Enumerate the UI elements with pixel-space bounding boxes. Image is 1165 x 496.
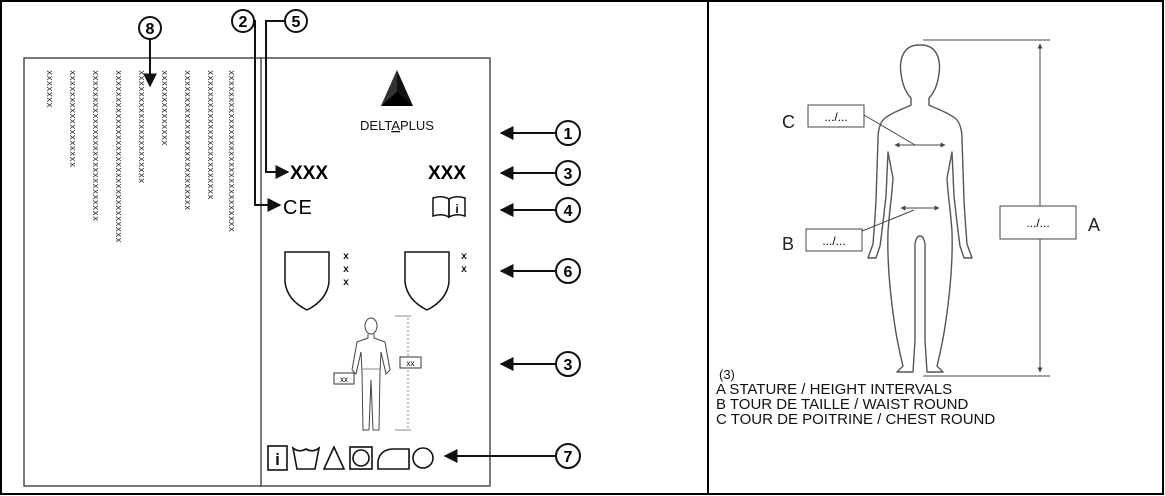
callout-5: 5	[266, 10, 307, 172]
text-column: xxxxxxxxxxxxxxxxxxxxxxxxxxxxxxxx	[113, 70, 123, 243]
svg-text:x: x	[343, 278, 349, 289]
svg-text:1: 1	[564, 126, 573, 143]
callout-7: 7	[445, 444, 580, 468]
svg-text:2: 2	[239, 14, 248, 31]
svg-text:i: i	[275, 450, 280, 469]
svg-text:7: 7	[564, 449, 573, 466]
svg-text:3: 3	[564, 357, 573, 374]
text-column: xxxxxxxxxxxxxxxxxxxxxxxx	[205, 70, 215, 200]
shield-marks-left: x x x	[343, 252, 349, 289]
callout-3-top: 3	[501, 161, 580, 185]
label-c: C	[782, 112, 795, 132]
label-a: A	[1088, 215, 1100, 235]
measurement-legend: (3) A STATURE / HEIGHT INTERVALS B TOUR …	[716, 367, 1156, 427]
svg-text:5: 5	[292, 14, 301, 31]
deltaplus-logo: DELTAPLUS	[360, 70, 434, 133]
svg-text:8: 8	[146, 21, 155, 38]
callout-2: 2	[232, 10, 280, 205]
box-b-value: .../...	[822, 234, 845, 248]
text-column: xxxxxxxxxxxxxxxxxxxxxxxxxx	[182, 70, 192, 210]
callout-6: 6	[501, 259, 580, 283]
waist-tag: xx	[340, 375, 348, 384]
info-icon: i	[268, 446, 287, 470]
shield-marks-right: x x	[461, 252, 467, 276]
bleach-icon	[324, 447, 344, 469]
text-column: xxxxxxxxxxxxxxxxxx	[67, 70, 77, 167]
manual-book-icon: i	[433, 197, 465, 217]
care-symbols: i	[268, 446, 433, 470]
washing-icon	[293, 448, 319, 469]
dry-clean-icon	[413, 448, 433, 468]
svg-text:3: 3	[564, 166, 573, 183]
legend-line-a: A STATURE / HEIGHT INTERVALS	[716, 382, 1156, 397]
svg-text:DELTAPLUS: DELTAPLUS	[360, 118, 434, 133]
text-column: xxxxxxxxxxxxxxxxxxxxxxxxxxxx	[90, 70, 100, 221]
code-left: XXX	[290, 163, 328, 184]
callout-3-bottom: 3	[501, 352, 580, 376]
svg-text:x: x	[461, 252, 467, 263]
text-column: xxxxxxx	[44, 70, 54, 108]
svg-text:i: i	[455, 202, 458, 216]
svg-text:x: x	[343, 265, 349, 276]
callout-4: 4	[501, 198, 580, 222]
iron-icon	[378, 449, 409, 469]
label-b: B	[782, 234, 794, 254]
shield-pictogram-left	[285, 252, 329, 310]
legend-line-c: C TOUR DE POITRINE / CHEST ROUND	[716, 412, 1156, 427]
svg-text:x: x	[461, 265, 467, 276]
shield-pictogram-right	[405, 252, 449, 310]
legend-line-b: B TOUR DE TAILLE / WAIST ROUND	[716, 397, 1156, 412]
code-right: XXX	[428, 163, 466, 184]
callout-1: 1	[501, 121, 580, 145]
ce-mark: CE	[283, 197, 313, 219]
svg-text:6: 6	[564, 264, 573, 281]
text-column: xxxxxxxxxxxxxxxxxxxxxxxxxxxxxx	[226, 70, 236, 232]
box-c-value: .../...	[824, 110, 847, 124]
tumble-dry-icon	[350, 447, 372, 469]
size-pictogram	[352, 316, 411, 430]
box-a-value: .../...	[1026, 216, 1049, 230]
text-columns: xxxxxxx xxxxxxxxxxxxxxxxxx xxxxxxxxxxxxx…	[44, 70, 236, 243]
text-column: xxxxxxxxxxxxxxxxxxxxx	[136, 70, 146, 183]
legend-reference: (3)	[716, 367, 1156, 382]
svg-text:x: x	[343, 252, 349, 263]
text-column: xxxxxxxxxxxxxx	[159, 70, 169, 146]
svg-text:4: 4	[564, 203, 573, 220]
height-tag: xx	[407, 359, 415, 368]
